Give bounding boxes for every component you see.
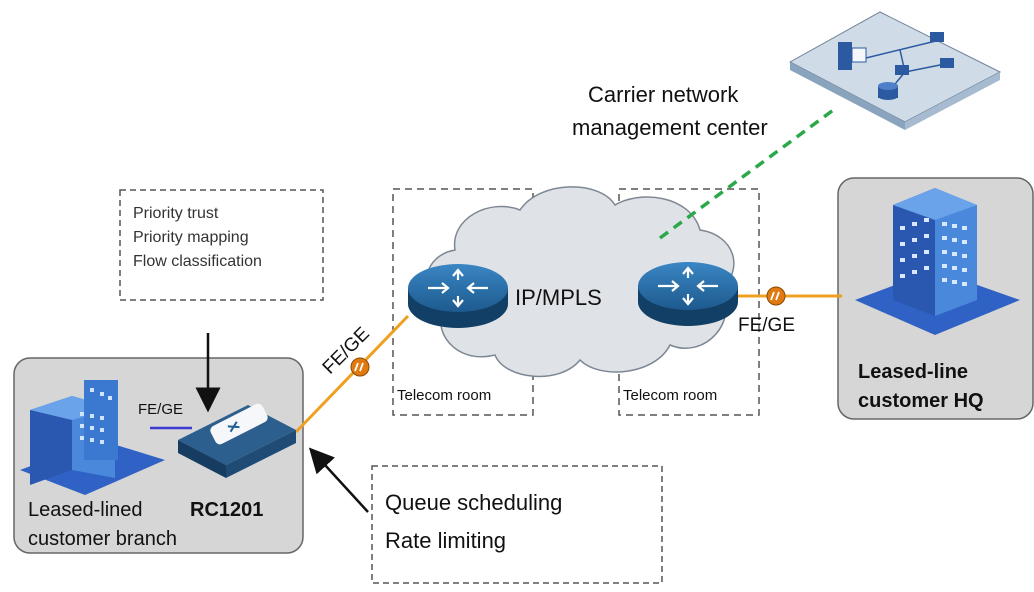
hq-building-icon — [855, 188, 1020, 335]
core-router-right-icon — [638, 262, 738, 326]
device-label: RC1201 — [190, 499, 263, 521]
classification-line-3: Flow classification — [133, 253, 262, 270]
nms-center-icon — [788, 11, 1002, 130]
mgmt-link — [658, 106, 838, 240]
queue-box — [371, 465, 663, 584]
classification-box — [119, 189, 324, 301]
right-interface-icon — [766, 286, 786, 306]
branch-link-label: FE/GE — [138, 401, 183, 418]
classification-line-2: Priority mapping — [133, 229, 249, 246]
branch-label-line-1: Leased-lined — [28, 499, 143, 521]
queue-arrow — [308, 447, 369, 513]
classification-line-1: Priority trust — [133, 205, 219, 222]
right-uplink-label: FE/GE — [738, 315, 795, 336]
hq-label-line-2: customer HQ — [858, 390, 984, 412]
hq-label-line-1: Leased-line — [858, 361, 968, 383]
telecom-room-left-label: Telecom room — [397, 387, 491, 404]
left-interface-icon — [350, 357, 370, 377]
nms-label-line-1: Carrier network — [588, 82, 739, 107]
cloud-label: IP/MPLS — [515, 285, 602, 310]
queue-line-2: Rate limiting — [385, 528, 506, 553]
telecom-room-right-label: Telecom room — [623, 387, 717, 404]
ip-mpls-cloud — [426, 186, 735, 378]
branch-building-icon — [20, 380, 165, 495]
queue-line-1: Queue scheduling — [385, 490, 562, 515]
branch-label-line-2: customer branch — [28, 528, 177, 550]
left-uplink — [294, 314, 410, 434]
nms-label-line-2: management center — [572, 115, 768, 140]
core-router-left-icon — [408, 264, 508, 328]
rc1201-device-icon — [178, 403, 296, 478]
